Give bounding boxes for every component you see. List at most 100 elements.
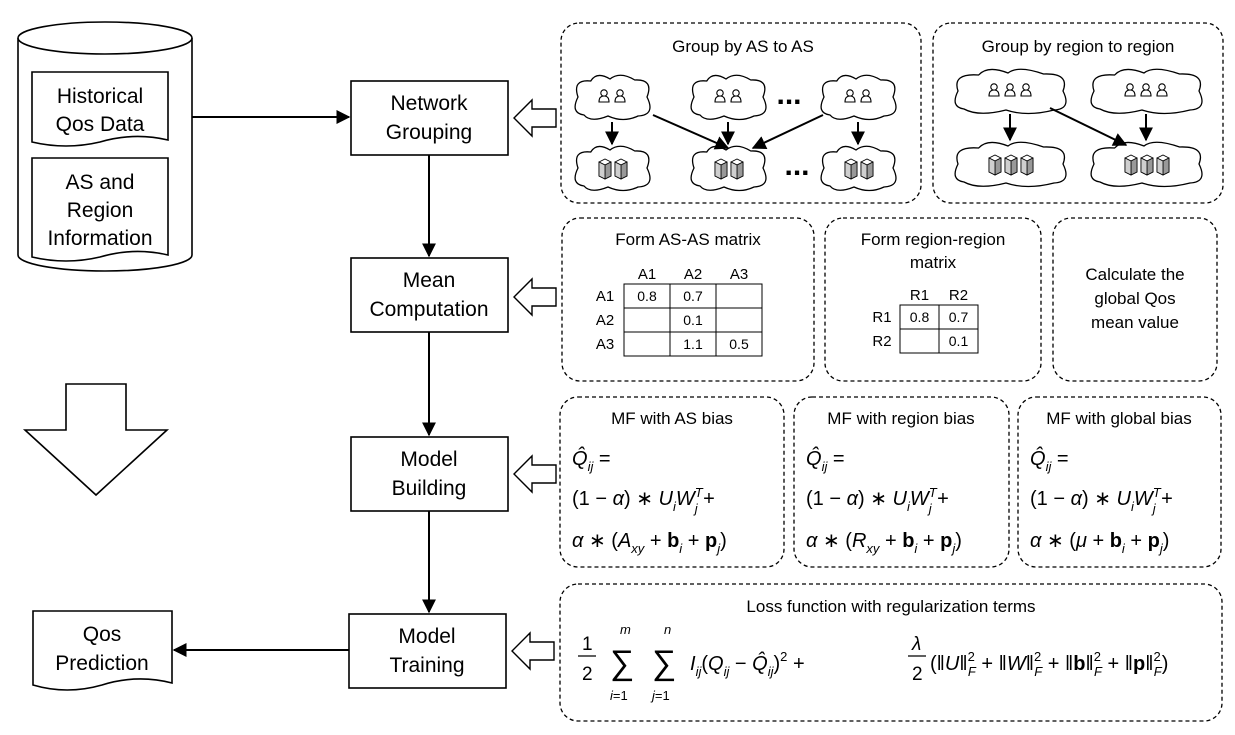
matrix-cell-value: 0.7 — [683, 288, 703, 304]
model-building-line2: Building — [392, 477, 467, 500]
as-server-cloud-3 — [820, 145, 897, 192]
matrix-cell-value: 0.8 — [637, 288, 657, 304]
mf-global-bias-symbol: μ — [1075, 530, 1087, 552]
server-icon — [714, 158, 728, 180]
matrix-cell — [938, 304, 979, 330]
svg-text:∑: ∑ — [652, 644, 676, 682]
loss-function-title: Loss function with regularization terms — [746, 597, 1035, 616]
matrix-col-header: A2 — [684, 266, 702, 283]
model-training-line2: Training — [389, 654, 464, 677]
loss-function-panel: Loss function with regularization terms … — [559, 583, 1223, 722]
server-icon — [988, 154, 1002, 176]
as-region-info-doc: AS and Region Information — [31, 157, 169, 262]
group-by-region-title: Group by region to region — [982, 37, 1175, 56]
historical-qos-data-doc: Historical Qos Data — [31, 71, 169, 147]
server-icon — [598, 158, 612, 180]
model-training-line1: Model — [398, 625, 455, 648]
server-icon — [1124, 154, 1138, 176]
svg-text:2: 2 — [912, 664, 923, 685]
region-user-cloud-1 — [954, 68, 1067, 115]
mean-computation-box: Mean Computation — [350, 257, 509, 333]
matrix-row-header: A3 — [596, 336, 614, 353]
region-matrix-title-line2: matrix — [910, 253, 957, 272]
as-region-info-line1: AS and — [66, 171, 135, 194]
svg-text:i=1: i=1 — [610, 688, 628, 703]
svg-text:j=1: j=1 — [650, 688, 670, 703]
network-grouping-line2: Grouping — [386, 121, 472, 144]
mean-computation-line1: Mean — [403, 269, 456, 292]
matrix-cell — [899, 304, 940, 330]
global-mean-panel: Calculate the global Qos mean value — [1052, 217, 1218, 382]
matrix-cell — [715, 331, 763, 357]
as-user-cloud-1 — [574, 74, 651, 121]
network-grouping-line1: Network — [390, 92, 468, 115]
matrix-col-header: R1 — [910, 287, 929, 304]
as-region-info-line3: Information — [47, 227, 152, 250]
mf-region-bias-title: MF with region bias — [827, 409, 974, 428]
matrix-cell — [669, 307, 717, 333]
matrix-cell — [715, 283, 763, 309]
region-user-cloud-2 — [1090, 68, 1203, 115]
svg-text:α ∗ (Rxy + bi + pj): α ∗ (Rxy + bi + pj) — [806, 530, 962, 556]
matrix-row-header: A1 — [596, 288, 614, 305]
server-icon — [614, 158, 628, 180]
as-server-cloud-2 — [690, 145, 767, 192]
server-icon — [1156, 154, 1170, 176]
matrix-cell-value: 0.5 — [729, 336, 749, 352]
as-user-cloud-3 — [820, 74, 897, 121]
database-cylinder: Historical Qos Data AS and Region Inform… — [17, 21, 193, 272]
server-icon — [860, 158, 874, 180]
historical-qos-data-line1: Historical — [57, 85, 143, 108]
svg-text:Q̂ij =: Q̂ij = — [1030, 447, 1069, 474]
server-icon — [1140, 154, 1154, 176]
ellipsis-top: ... — [776, 78, 801, 111]
svg-text:α ∗ (μ + bi + pj): α ∗ (μ + bi + pj) — [1030, 530, 1169, 556]
svg-text:∑: ∑ — [610, 644, 634, 682]
matrix-col-header: R2 — [949, 287, 968, 304]
mf-as-bias-title: MF with AS bias — [611, 409, 733, 428]
svg-text:Iij(Qij − Q̂ij)2 +: Iij(Qij − Q̂ij)2 + — [690, 649, 805, 679]
matrix-cell — [715, 307, 763, 333]
svg-text:(‖U‖2F + ‖W‖2F + ‖b‖2F + ‖p‖2F: (‖U‖2F + ‖W‖2F + ‖b‖2F + ‖p‖2F) — [930, 649, 1168, 679]
matrix-row-header: R1 — [872, 309, 891, 326]
network-clouds — [574, 68, 1203, 192]
mf-region-bias-symbol: R — [852, 530, 866, 552]
flow-arrows — [172, 110, 436, 657]
qos-prediction-doc: Qos Prediction — [32, 610, 173, 691]
global-mean-line2: global Qos — [1094, 289, 1175, 308]
svg-text:n: n — [664, 622, 671, 637]
grouping-arrows — [605, 107, 1153, 150]
model-training-box: Model Training — [348, 613, 507, 689]
svg-text:m: m — [620, 622, 631, 637]
matrix-cell — [623, 331, 671, 357]
network-grouping-box: Network Grouping — [350, 80, 509, 156]
matrix-cell — [669, 331, 717, 357]
as-user-cloud-2 — [690, 74, 767, 121]
svg-text:1: 1 — [582, 634, 593, 655]
server-icon — [1020, 154, 1034, 176]
matrix-cell — [938, 328, 979, 354]
as-region-info-line2: Region — [67, 199, 134, 222]
qos-prediction-line1: Qos — [83, 623, 122, 646]
as-server-cloud-1 — [574, 145, 651, 192]
svg-text:Q̂ij =: Q̂ij = — [572, 447, 611, 474]
server-icon — [1004, 154, 1018, 176]
matrix-cell — [623, 307, 671, 333]
matrix-cell — [623, 283, 671, 309]
hollow-left-arrows — [511, 98, 557, 671]
matrix-col-header: A3 — [730, 266, 748, 283]
group-by-region-panel: Group by region to region — [932, 22, 1224, 204]
historical-qos-data-line2: Qos Data — [56, 113, 145, 136]
mf-global-bias-title: MF with global bias — [1046, 409, 1192, 428]
